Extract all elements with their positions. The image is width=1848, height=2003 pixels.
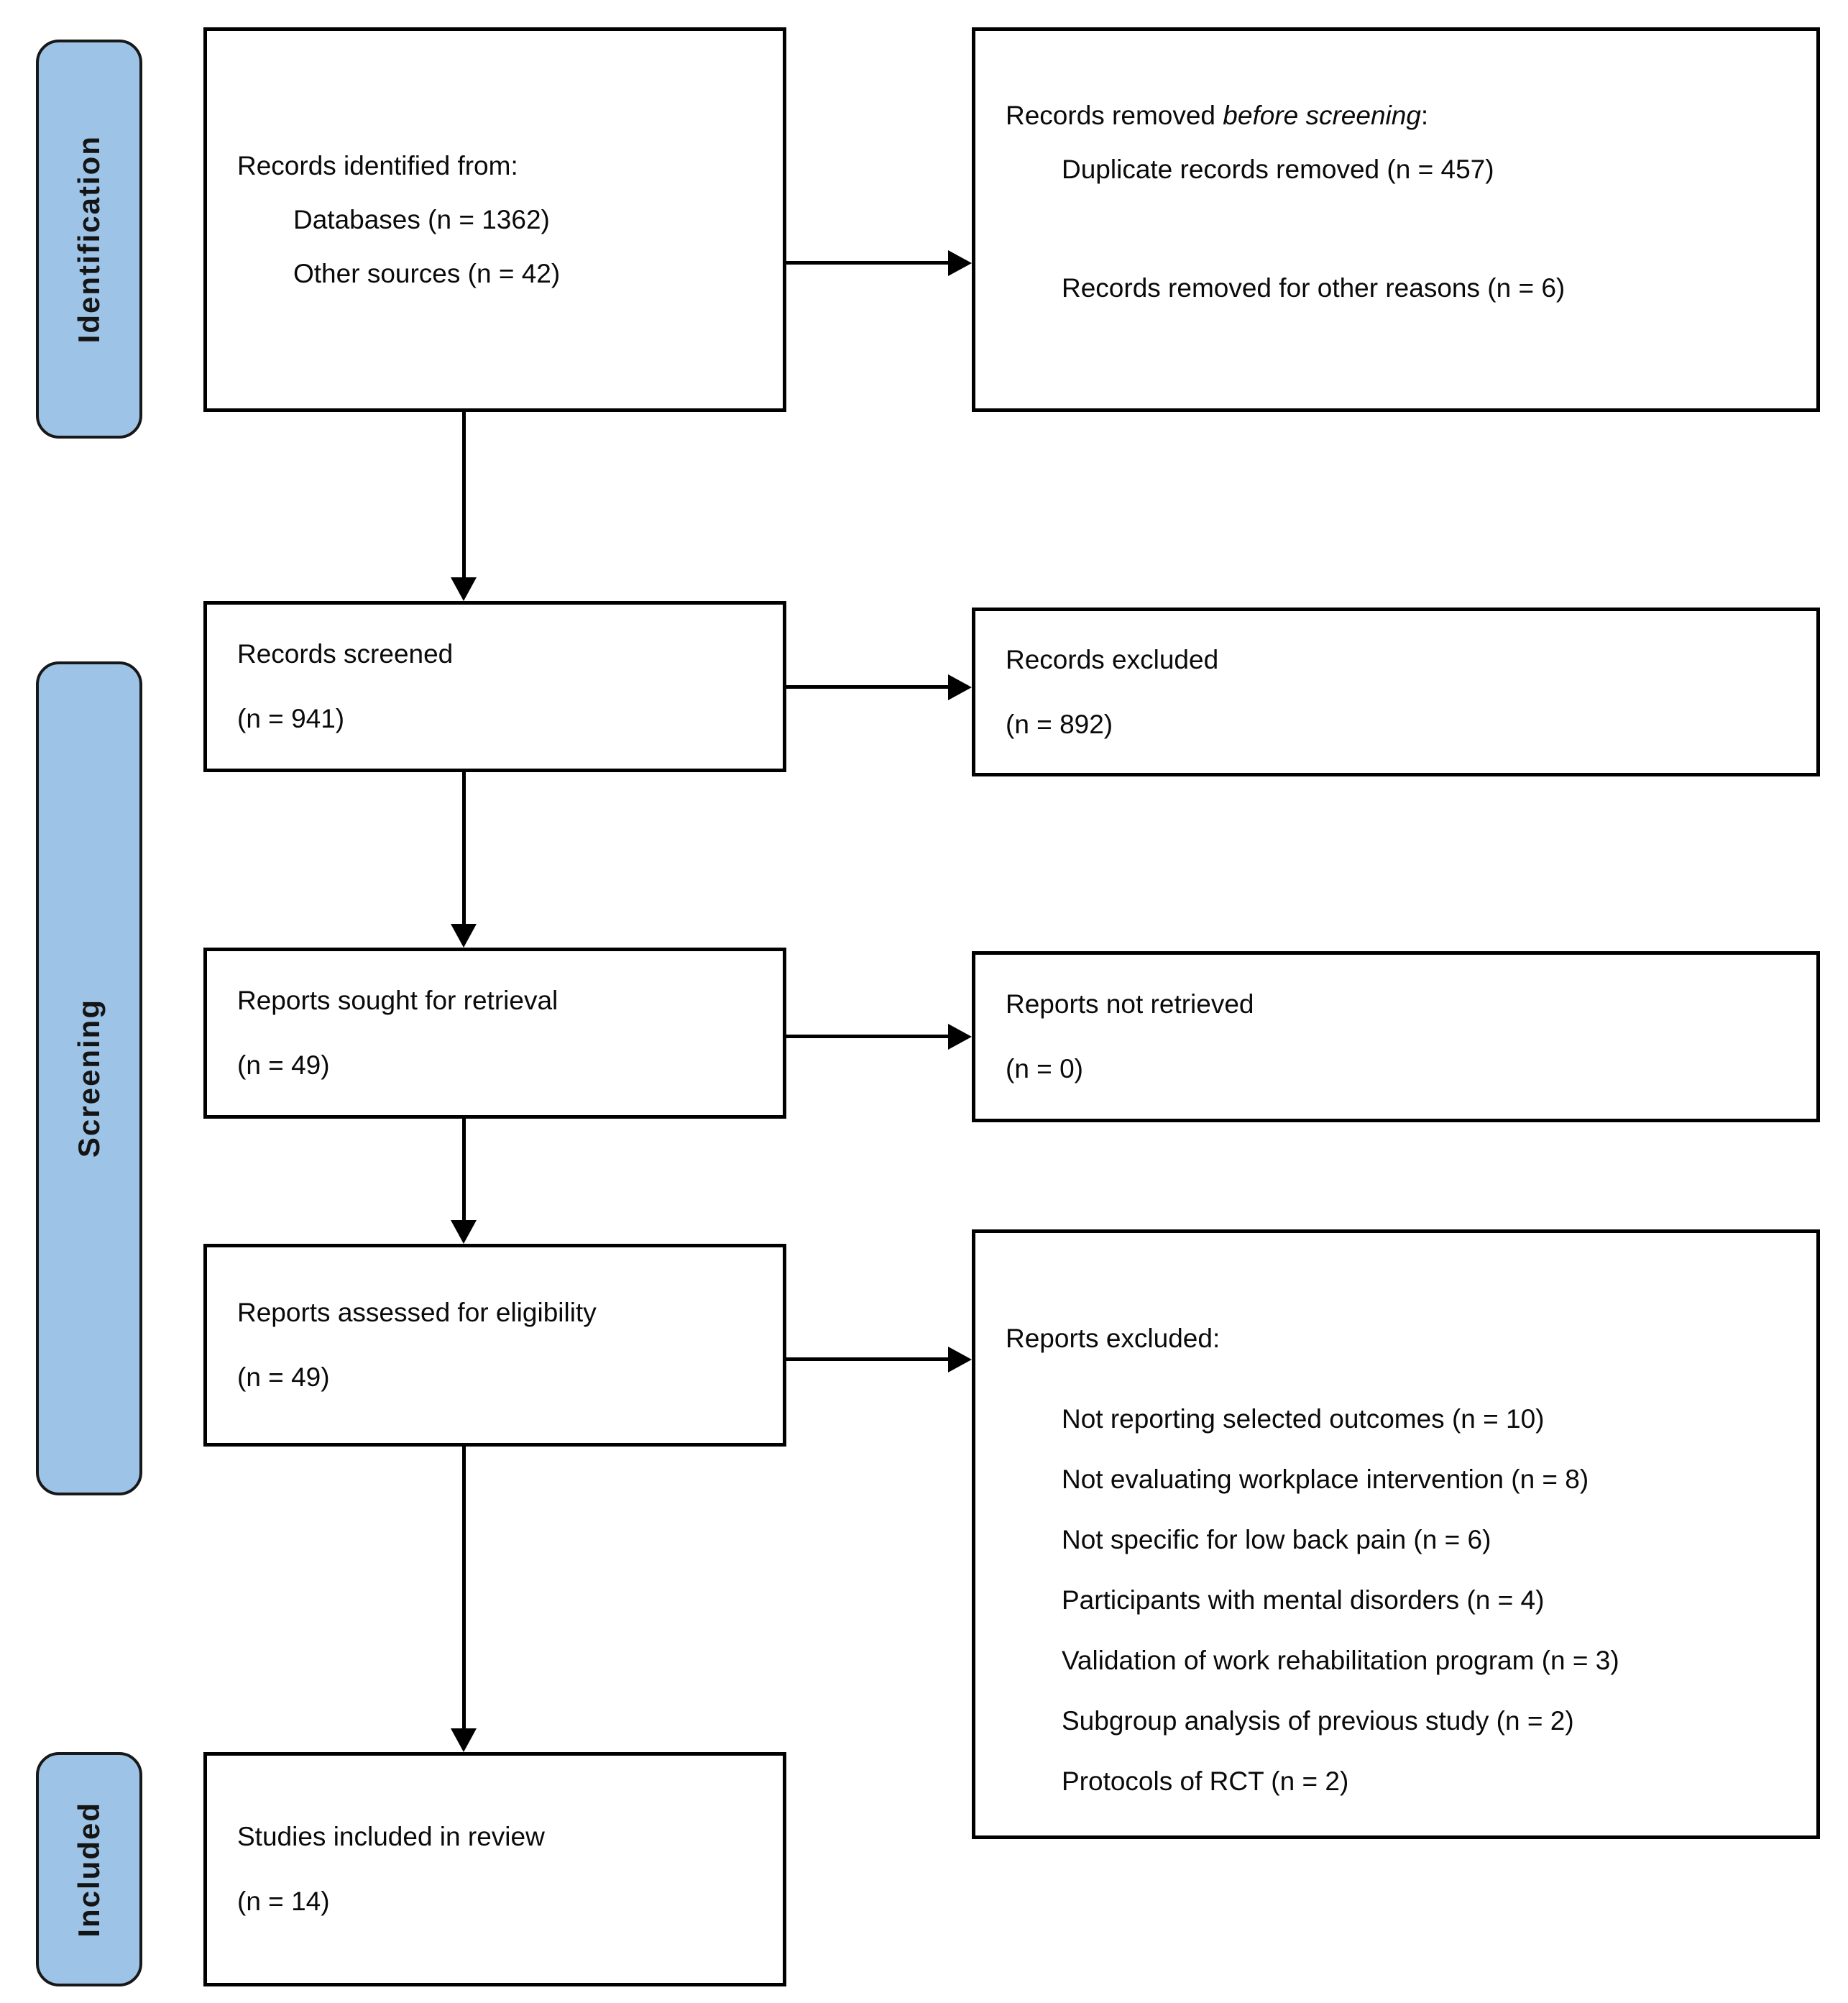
reports-sought-count: (n = 49) [237, 1050, 330, 1080]
records-identified-title: Records identified from: [237, 151, 518, 180]
records-screened-count: (n = 941) [237, 704, 345, 733]
arrow-head-down-icon [451, 1220, 477, 1244]
stage-tab-screening: Screening [36, 661, 142, 1495]
reports-excluded-title: Reports excluded: [1006, 1324, 1220, 1353]
box-records-identified: Records identified from: Databases (n = … [203, 27, 786, 412]
studies-included-count: (n = 14) [237, 1887, 330, 1916]
reports-excluded-item-validation: Validation of work rehabilitation progra… [1062, 1646, 1619, 1675]
box-reports-excluded: Reports excluded: Not reporting selected… [972, 1229, 1820, 1839]
arrow-shaft [786, 1035, 950, 1038]
arrow-shaft [462, 412, 466, 579]
records-screened-title: Records screened [237, 639, 454, 669]
records-removed-title-italic: before screening [1223, 101, 1421, 130]
arrow-head-right-icon [948, 674, 972, 700]
reports-not-retrieved-count: (n = 0) [1006, 1054, 1083, 1083]
reports-excluded-item-outcomes: Not reporting selected outcomes (n = 10) [1062, 1404, 1545, 1434]
stage-tab-included: Included [36, 1752, 142, 1986]
box-records-screened: Records screened (n = 941) [203, 601, 786, 772]
reports-sought-title: Reports sought for retrieval [237, 986, 558, 1015]
records-excluded-title: Records excluded [1006, 644, 1219, 674]
reports-excluded-item-mental-disorders: Participants with mental disorders (n = … [1062, 1585, 1545, 1615]
arrow-head-right-icon [948, 1347, 972, 1372]
records-removed-item-duplicates: Duplicate records removed (n = 457) [1062, 155, 1494, 184]
records-excluded-count: (n = 892) [1006, 709, 1113, 739]
stage-label-included: Included [72, 1801, 106, 1938]
reports-excluded-item-workplace: Not evaluating workplace intervention (n… [1062, 1465, 1589, 1494]
arrow-head-down-icon [451, 1728, 477, 1752]
reports-assessed-title: Reports assessed for eligibility [237, 1298, 597, 1327]
stage-label-screening: Screening [72, 999, 106, 1158]
records-removed-item-other-reasons: Records removed for other reasons (n = 6… [1062, 273, 1566, 303]
stage-label-identification: Identification [72, 134, 106, 344]
arrow-head-right-icon [948, 1024, 972, 1050]
arrow-shaft [786, 1357, 950, 1361]
reports-not-retrieved-title: Reports not retrieved [1006, 989, 1254, 1019]
reports-excluded-item-subgroup: Subgroup analysis of previous study (n =… [1062, 1706, 1574, 1736]
reports-excluded-item-low-back-pain: Not specific for low back pain (n = 6) [1062, 1525, 1491, 1554]
reports-assessed-count: (n = 49) [237, 1362, 330, 1392]
box-records-removed: Records removed before screening: Duplic… [972, 27, 1820, 412]
reports-excluded-item-protocols: Protocols of RCT (n = 2) [1062, 1766, 1349, 1796]
arrow-shaft [462, 1447, 466, 1730]
arrow-head-right-icon [948, 250, 972, 276]
records-removed-title: Records removed before screening: [1006, 101, 1429, 130]
arrow-head-down-icon [451, 924, 477, 948]
arrow-head-down-icon [451, 577, 477, 601]
box-records-excluded: Records excluded (n = 892) [972, 608, 1820, 776]
box-studies-included: Studies included in review (n = 14) [203, 1752, 786, 1986]
box-reports-sought: Reports sought for retrieval (n = 49) [203, 948, 786, 1119]
arrow-shaft [462, 772, 466, 925]
box-reports-not-retrieved: Reports not retrieved (n = 0) [972, 951, 1820, 1122]
studies-included-title: Studies included in review [237, 1822, 545, 1851]
records-identified-item-other-sources: Other sources (n = 42) [293, 259, 561, 288]
arrow-shaft [786, 685, 950, 689]
box-reports-assessed: Reports assessed for eligibility (n = 49… [203, 1244, 786, 1447]
arrow-shaft [462, 1119, 466, 1221]
stage-tab-identification: Identification [36, 40, 142, 439]
records-identified-item-databases: Databases (n = 1362) [293, 205, 550, 234]
arrow-shaft [786, 261, 950, 265]
